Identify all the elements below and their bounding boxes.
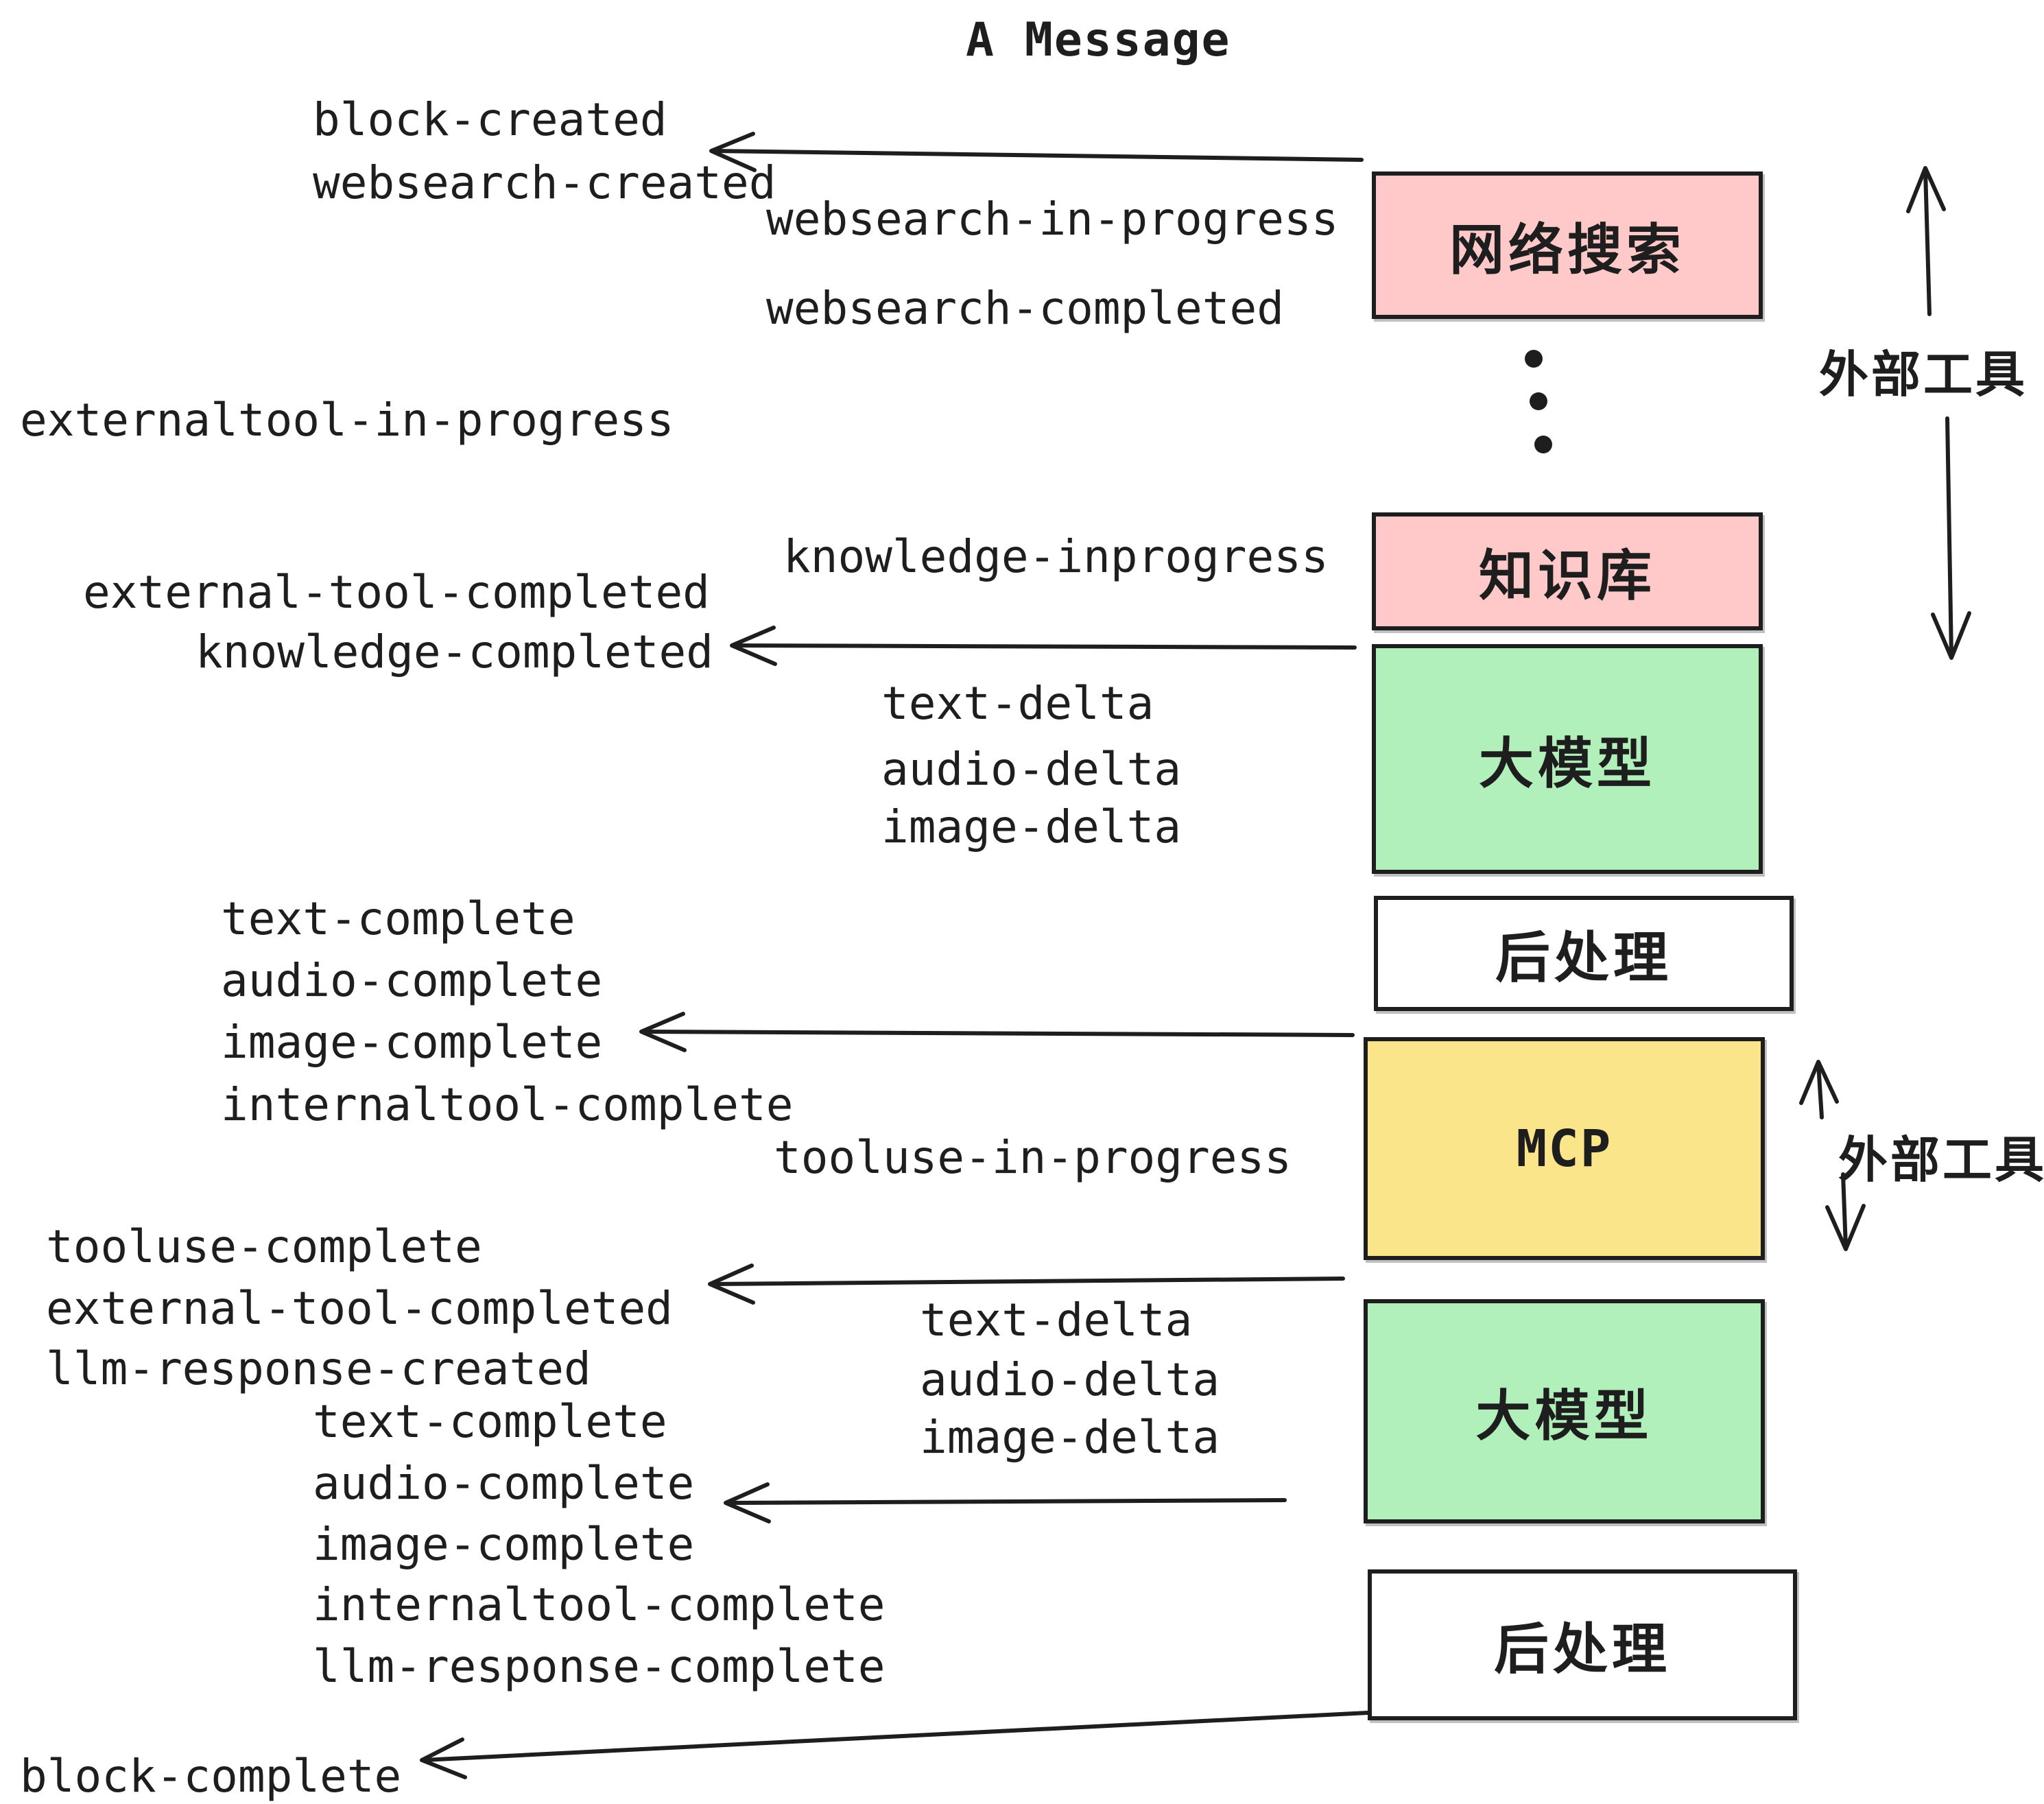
event-label-text-complete: text-complete <box>221 892 575 945</box>
box-label-post-processing: 后处理 <box>1494 1619 1671 1680</box>
event-label-websearch-completed: websearch-completed <box>766 282 1284 335</box>
ellipsis-dots <box>1525 350 1552 453</box>
arrow-knowledge-completed <box>730 626 1357 666</box>
event-label-knowledge-inprogress: knowledge-inprogress <box>783 530 1329 583</box>
arrow-block-complete <box>420 1711 1370 1779</box>
event-label-audio-delta: audio-delta <box>920 1353 1220 1406</box>
event-label-knowledge-completed: knowledge-completed <box>195 626 713 678</box>
event-label-text-delta: text-delta <box>881 677 1154 730</box>
arrow-external-tools-down-1 <box>1931 416 1971 660</box>
event-label-audio-complete: audio-complete <box>221 954 603 1007</box>
event-label-image-complete: image-complete <box>221 1016 603 1069</box>
arrow-websearch-created <box>709 132 1364 172</box>
event-label-image-delta: image-delta <box>881 800 1182 853</box>
event-label-audio-complete: audio-complete <box>313 1457 695 1510</box>
event-label-internaltool-complete: internaltool-complete <box>221 1078 794 1131</box>
box-label-knowledge-base: 知识库 <box>1479 545 1656 606</box>
box-label-post-processing: 后处理 <box>1495 927 1672 988</box>
event-label-text-complete: text-complete <box>313 1395 667 1448</box>
event-label-tooluse-in-progress: tooluse-in-progress <box>774 1131 1292 1184</box>
event-label-internaltool-complete: internaltool-complete <box>313 1578 886 1631</box>
event-label-externaltool-in-progress: externaltool-in-progress <box>20 394 674 447</box>
event-label-tooluse-complete: tooluse-complete <box>46 1220 482 1273</box>
box-websearch: 网络搜索 <box>1372 171 1763 319</box>
event-label-external-tool-completed: external-tool-completed <box>46 1282 673 1335</box>
box-post-processing-1: 后处理 <box>1374 896 1794 1011</box>
box-label-large-model: 大模型 <box>1479 733 1656 794</box>
arrow-image-complete <box>639 1012 1355 1052</box>
arrow-audio-complete <box>724 1482 1287 1523</box>
box-mcp: MCP <box>1364 1037 1765 1260</box>
box-label-mcp: MCP <box>1516 1119 1613 1178</box>
event-label-image-complete: image-complete <box>313 1518 695 1571</box>
box-post-processing-2: 后处理 <box>1368 1569 1797 1720</box>
event-label-external-tool-completed: external-tool-completed <box>83 566 710 619</box>
box-large-model-1: 大模型 <box>1372 644 1763 874</box>
event-label-block-created: block-created <box>313 93 667 146</box>
event-label-block-complete: block-complete <box>20 1750 402 1803</box>
event-label-text-delta: text-delta <box>920 1294 1193 1346</box>
page-title: A Message <box>966 13 1231 67</box>
event-label-image-delta: image-delta <box>920 1411 1220 1464</box>
box-label-large-model: 大模型 <box>1475 1385 1653 1447</box>
event-label-websearch-created: websearch-created <box>313 156 776 209</box>
event-label-audio-delta: audio-delta <box>881 743 1182 796</box>
event-label-llm-response-complete: llm-response-complete <box>313 1640 886 1693</box>
box-label-websearch: 网络搜索 <box>1449 219 1685 281</box>
event-label-websearch-in-progress: websearch-in-progress <box>766 193 1339 246</box>
side-label-external-tools-2: 外部工具 <box>1838 1133 2044 1188</box>
event-label-llm-response-created: llm-response-created <box>46 1342 591 1395</box>
arrow-external-tools-up-2 <box>1799 1060 1839 1119</box>
box-knowledge-base: 知识库 <box>1372 512 1763 630</box>
arrow-external-tools-up-1 <box>1906 166 1946 316</box>
side-label-external-tools-1: 外部工具 <box>1819 348 2028 403</box>
box-large-model-2: 大模型 <box>1364 1299 1765 1523</box>
